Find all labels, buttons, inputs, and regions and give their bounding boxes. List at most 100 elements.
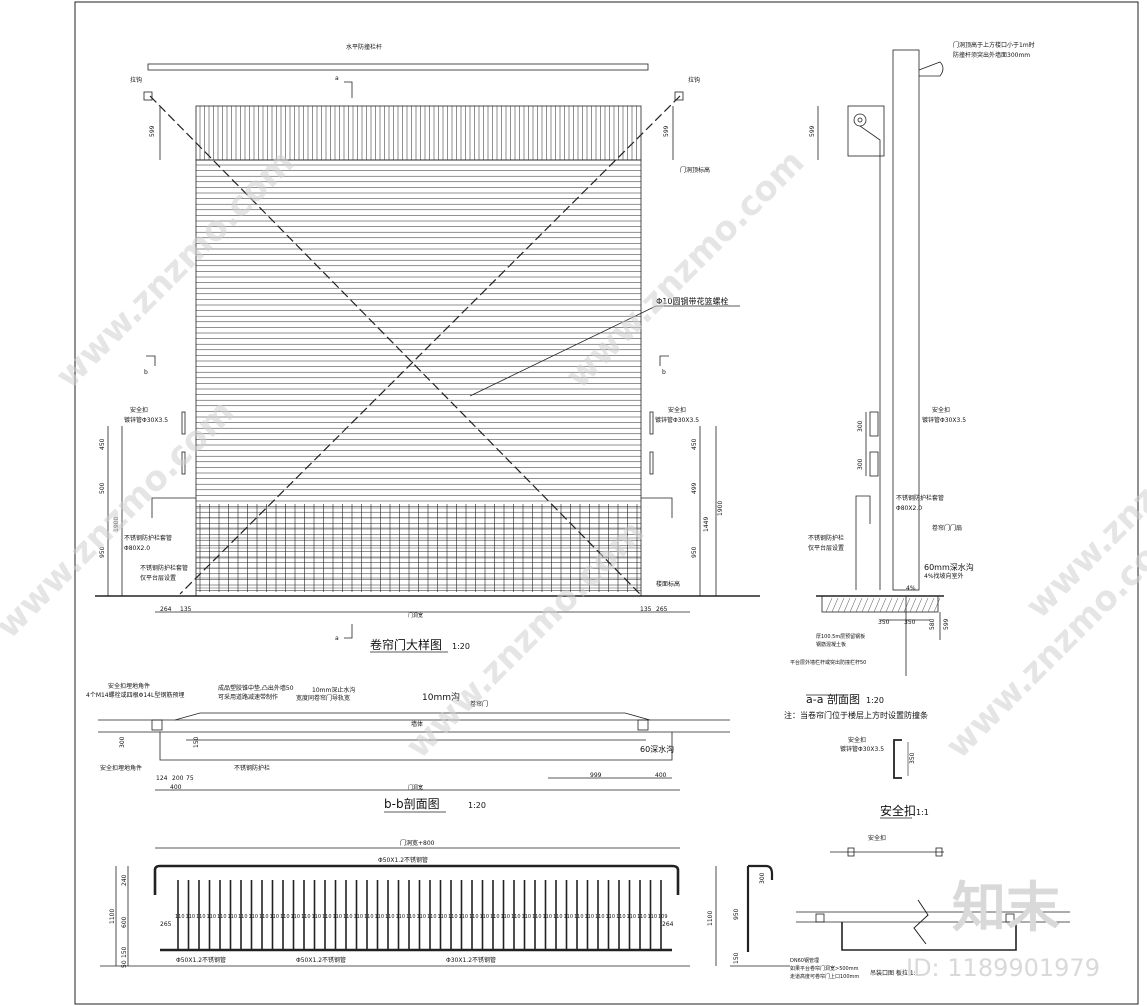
- aa-floor-note-2: 钢筋混凝土板: [816, 641, 846, 648]
- label-pipe-left: 镀锌管Φ30X3.5: [124, 416, 168, 424]
- gr-spacing-label: 110: [406, 914, 416, 920]
- gr-total-width: 门洞宽+800: [400, 839, 435, 847]
- buckle-label: 安全扣: [848, 736, 866, 744]
- aa-label-door-leaf: 卷帘门门扇: [932, 524, 962, 532]
- gr-spacing-label: 110: [207, 914, 217, 920]
- gr-spacing-label: 110: [228, 914, 238, 920]
- dim-left-500: 500: [99, 482, 106, 494]
- drawing-frame: [74, 1, 1139, 1005]
- aa-note: 注：当卷帘门位于楼层上方时设置防撞条: [784, 710, 928, 720]
- bb-dim-400-left: 400: [170, 784, 182, 791]
- gr-spacing-label: 110: [175, 914, 185, 920]
- aa-top-note-1: 门洞顶高于上方楼口小于1m时: [953, 41, 1035, 49]
- guard-rail-elevation: [100, 847, 790, 967]
- gr-spacing-label: 110: [585, 914, 595, 920]
- gr-dim-150: 150: [121, 946, 128, 958]
- bb-dim-124: 124: [156, 775, 168, 782]
- aa-label-guard-sleeve: 不锈钢防护栏套管: [896, 494, 944, 502]
- watermarks: www.znzmo.com www.znzmo.com www.znzmo.co…: [0, 142, 1147, 766]
- gr-spacing-label: 110: [522, 914, 532, 920]
- slab-hatch-line: [897, 597, 905, 613]
- bb-rubber-strip: [174, 712, 651, 721]
- aa-label-pipe: 镀锌管Φ30X3.5: [922, 416, 966, 424]
- bb-dim-999: 999: [590, 772, 602, 779]
- section-buckle-top: [869, 411, 879, 437]
- gr-spacing-label: 110: [438, 914, 448, 920]
- gr-spacing-label: 110: [333, 914, 343, 920]
- gr-spacing-label: 110: [312, 914, 322, 920]
- bb-drain-10mm-2: 宽度同卷帘门导轨宽: [296, 694, 350, 702]
- section-mark-a-bottom: [344, 624, 353, 639]
- brd-block-right: [1005, 913, 1015, 923]
- dim-left-950: 950: [99, 546, 106, 558]
- bb-dim-150: 150: [193, 736, 200, 748]
- bottom-right-texts: 安全扣 DN60钢管埋 如果平台卷帘门洞宽>500mm 走道高度可卷帘门上口10…: [790, 834, 916, 980]
- bb-guide-left: [151, 719, 163, 731]
- brace-line-right: [179, 95, 681, 595]
- gr-top-pipe-label: Φ50X1.2不锈钢管: [378, 856, 428, 864]
- gr-spacing-label: 110: [396, 914, 406, 920]
- label-door-width: 门洞宽: [408, 612, 423, 619]
- hook-left-block: [143, 91, 153, 101]
- bb-door-width: 门洞宽: [408, 784, 423, 791]
- buckle-shape: [893, 739, 902, 779]
- aa-scale: 1:20: [866, 696, 884, 705]
- gr-spacing-label: 110: [375, 914, 385, 920]
- aa-floor-note: 厚100.5m层预留钢板: [816, 633, 865, 640]
- gr-spacing-label: 110: [291, 914, 301, 920]
- gr-spacing-label: 110: [186, 914, 196, 920]
- section-mark-b-right: [659, 355, 669, 366]
- label-section-b-left: b: [144, 369, 148, 376]
- label-guard-sleeve-dim: Φ80X2.0: [124, 545, 150, 552]
- slab-hatch-line: [873, 597, 881, 613]
- gr-dim-264: 264: [662, 921, 674, 928]
- elevation-texts: 水平防撞栏杆 拉钩 拉钩 门洞顶标高 Φ10圆钢带花篮螺栓 安全扣 镀锌管Φ30…: [99, 43, 728, 652]
- aa-dim-350-a: 350: [878, 619, 890, 626]
- roller-box: [847, 105, 885, 157]
- dim-bottom-135-right: 135: [640, 606, 652, 613]
- label-section-a-bottom: a: [335, 635, 339, 642]
- hook-right-block: [674, 91, 684, 101]
- gr-spacing-label: 110: [354, 914, 364, 920]
- gr-spacing-label: 110: [238, 914, 248, 920]
- aa-label-platform: 仅平台层设置: [808, 544, 844, 552]
- bb-drain-label: 10mm沟: [422, 691, 460, 703]
- bb-dim-75: 75: [186, 775, 194, 782]
- slab-hatch-line: [909, 597, 917, 613]
- label-top-rail: 水平防撞栏杆: [346, 43, 382, 51]
- bb-dim-400-right: 400: [655, 772, 667, 779]
- gr-spacing-label: 110: [301, 914, 311, 920]
- slab-hatch-line: [837, 597, 845, 613]
- gr-bottom-pipe-left: Φ50X1.2不锈钢管: [176, 956, 226, 964]
- gr-spacing-label: 110: [501, 914, 511, 920]
- buckle-left-top: [181, 411, 186, 435]
- gr-bottom-pipe-right: Φ30X1.2不锈钢管: [446, 956, 496, 964]
- gr-spacing-label: 110: [322, 914, 332, 920]
- bb-rubber-strip-label: 成品塑胶锥中垫,凸出外墙50: [218, 684, 294, 692]
- slab-hatch-line: [861, 597, 869, 613]
- brd-block-left: [815, 913, 825, 923]
- brd-note-1: 如果平台卷帘门洞宽>500mm: [790, 965, 859, 972]
- aa-dim-300-a: 300: [857, 420, 864, 432]
- gr-spacing-label: 110: [532, 914, 542, 920]
- section-guard-rail: [855, 495, 871, 590]
- gr-spacing-label: 110: [448, 914, 458, 920]
- dim-top-left: 599: [149, 125, 156, 137]
- brd-buckle-label: 安全扣: [868, 834, 886, 842]
- gr-dim-240: 240: [121, 874, 128, 886]
- aa-title: a-a 剖面图: [806, 692, 860, 706]
- slab-hatch-line: [831, 597, 839, 613]
- brd-break-line: [913, 899, 929, 945]
- bb-guard-rail: [159, 732, 673, 761]
- guard-sleeve-left: [151, 497, 196, 518]
- brd-footer: 吊装口图 板拉 1:: [870, 969, 916, 977]
- safety-buckle-texts: 安全扣 镀锌管Φ30X3.5 350 安全扣 1:1: [840, 736, 929, 818]
- gr-top-pipe: [153, 864, 680, 895]
- elevation-view: [95, 63, 760, 653]
- gr-spacing-label: 110: [280, 914, 290, 920]
- bb-drain-60: 60深水沟: [640, 744, 674, 754]
- slab-hatch: [825, 597, 941, 613]
- bb-guard-rail-label: 不锈钢防护栏: [234, 764, 270, 772]
